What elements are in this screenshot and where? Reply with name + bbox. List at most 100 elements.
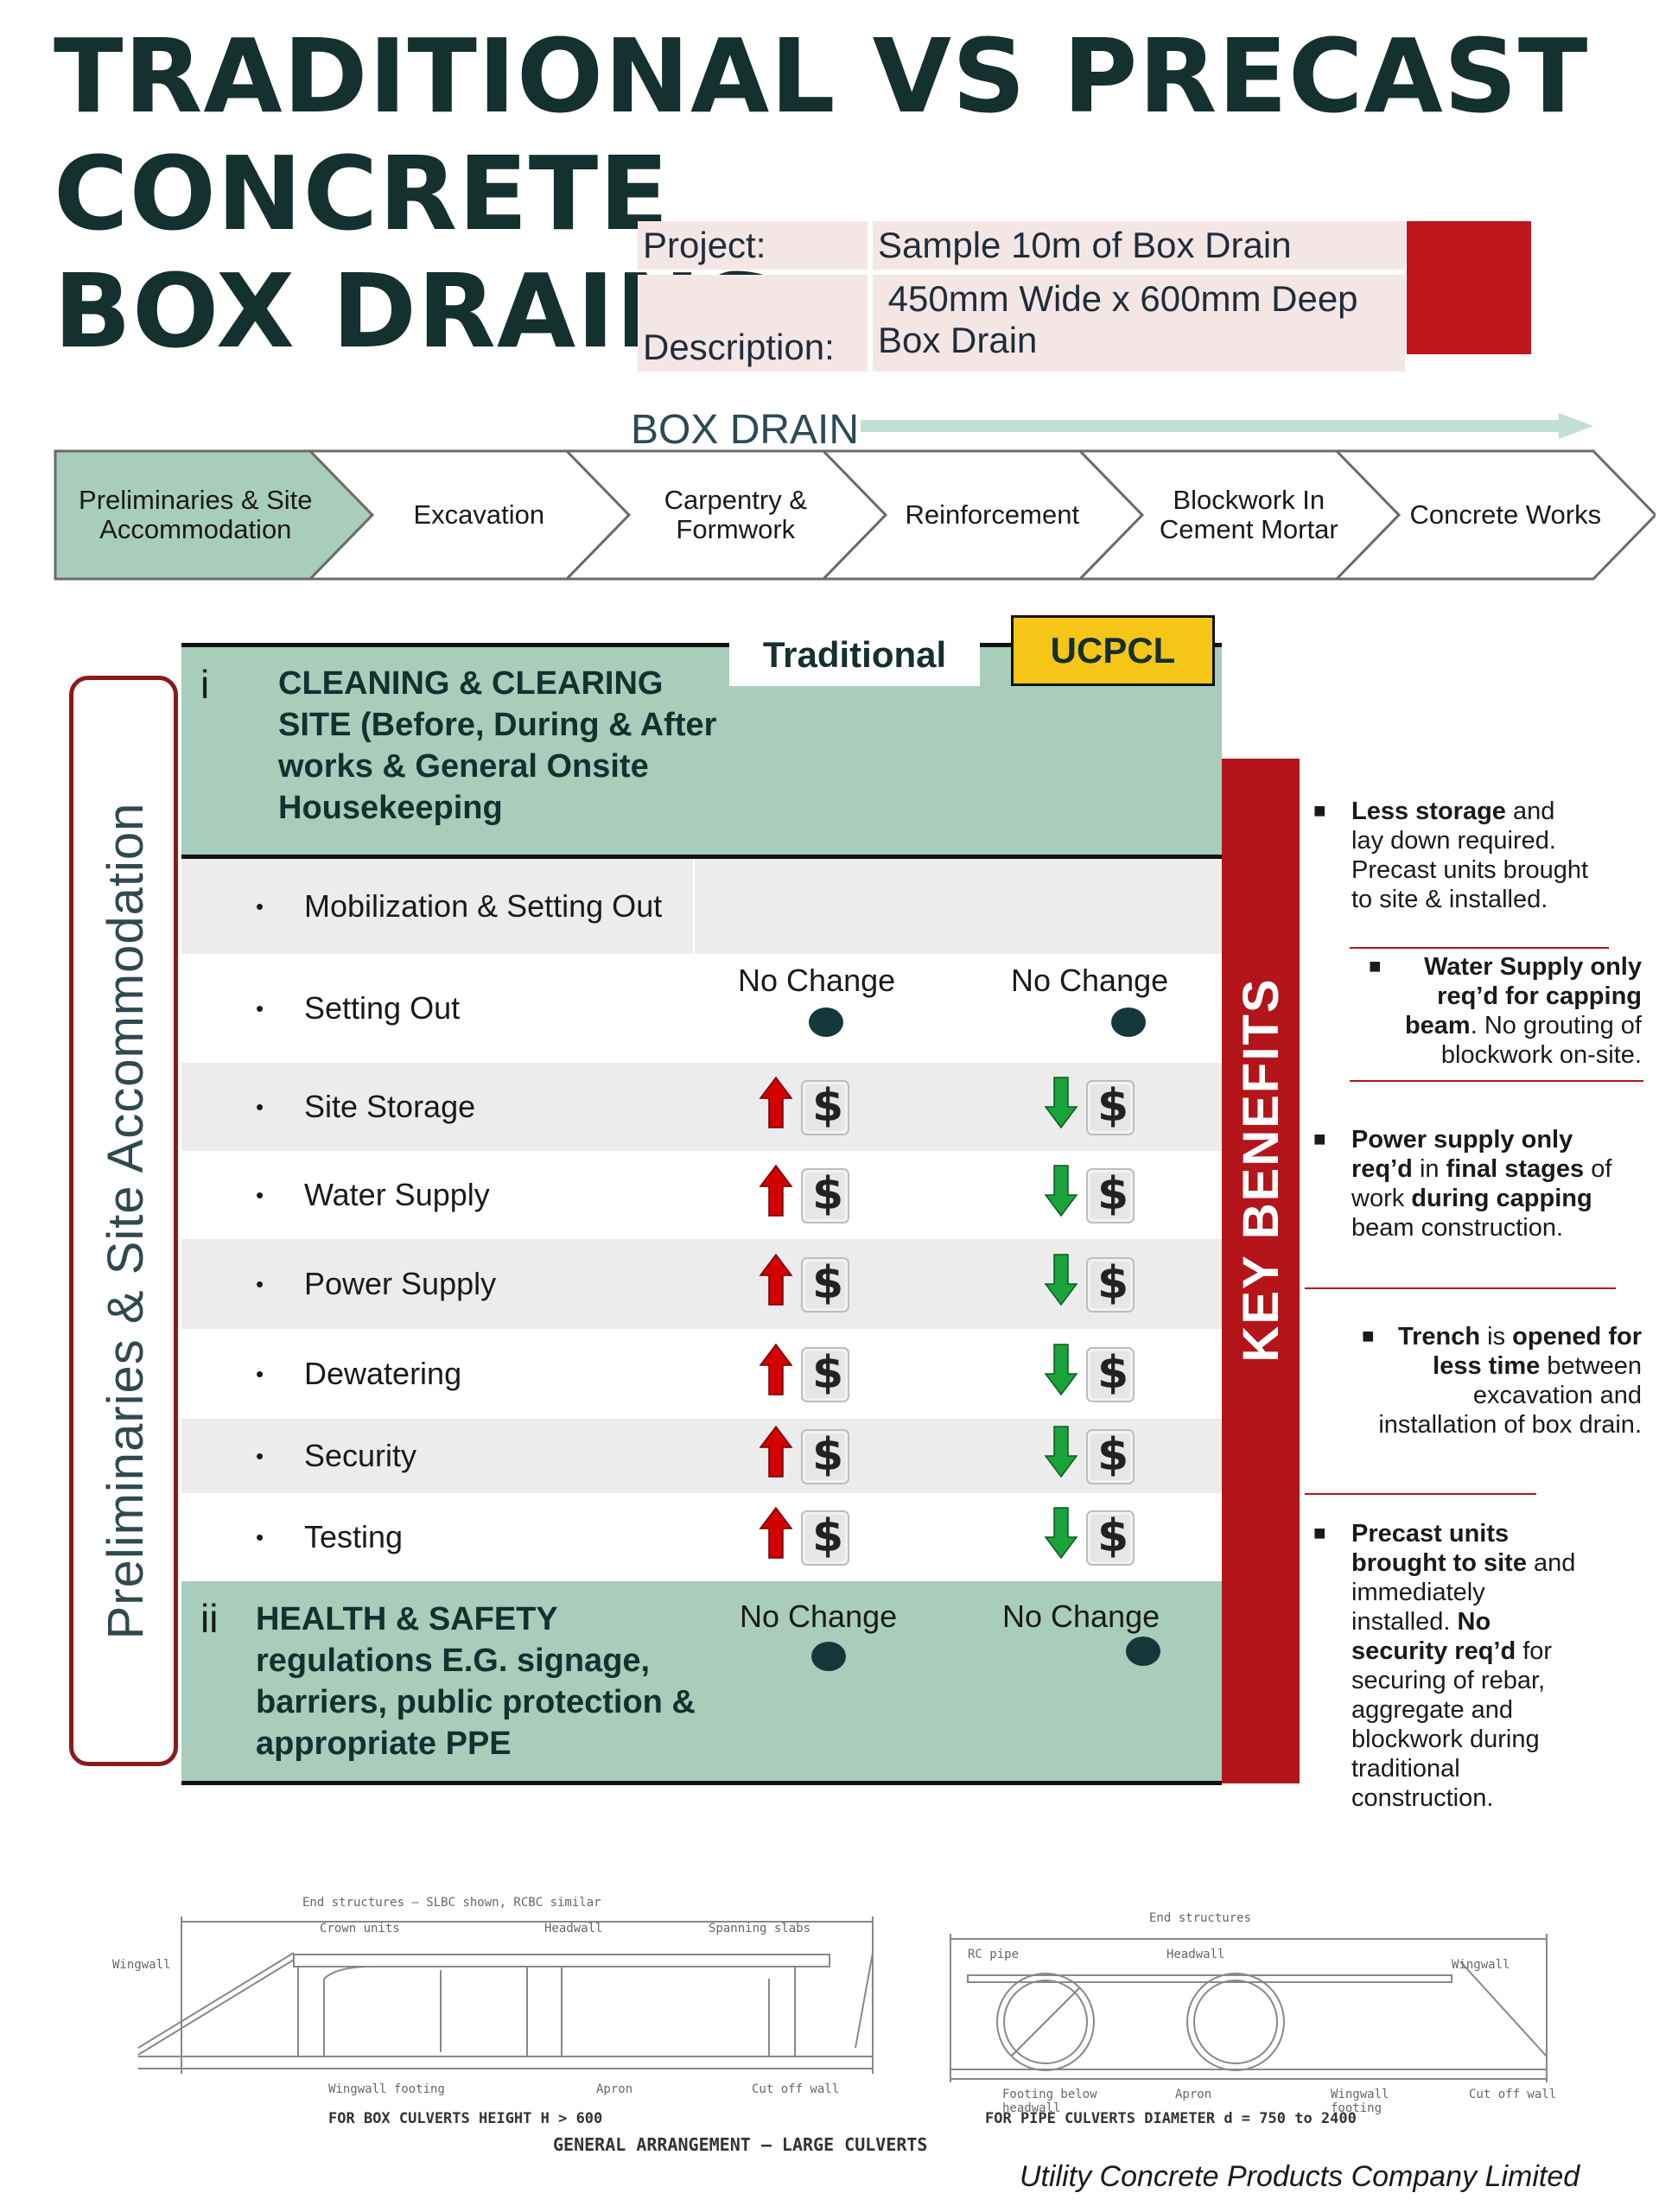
process-step-concrete-chevron [1333,449,1656,581]
key-benefits-label: KEY BENEFITS [1232,977,1289,1363]
row-label: • Security [256,1419,416,1493]
benefit-3-bold-2: final stages [1446,1155,1585,1183]
description-line-2: Box Drain [878,320,1038,360]
row-label: • Site Storage [256,1063,475,1151]
row-label-text: Security [304,1438,417,1473]
description-row: Description: 450mm Wide x 600mm Deep Box… [638,270,1405,372]
drawing-label: End structures [1149,1911,1252,1925]
section-i-heading: CLEANING & CLEARING SITE (Before, During… [278,665,717,826]
row-security: •Security $ $ [181,1419,1222,1493]
cost-increase-icon: $ [759,1343,854,1405]
row-label-text: Testing [304,1519,404,1554]
cost-decrease-icon: $ [1044,1164,1139,1226]
row-label: • Water Supply [256,1151,490,1239]
bullet-icon: • [256,1270,264,1297]
culvert-drawing: End structures — SLBC shown, RCBC simila… [112,1892,1599,2169]
process-step-carpentry[interactable]: Carpentry & Formwork [664,485,807,544]
benefit-separator [1305,1287,1616,1289]
no-change-dot-icon [811,1642,846,1671]
side-label-frame [69,676,178,1766]
cost-decrease-icon: $ [1044,1506,1139,1568]
benefit-4-text-2: between excavation and installation of b… [1378,1352,1642,1439]
column-header-ucpcl: UCPCL [1011,615,1215,686]
bullet-icon: • [256,1093,264,1120]
culvert-drawing-lines [137,1916,1548,2082]
row-divider [693,859,695,954]
ucpcl-value: No Change [1011,963,1169,998]
bullet-icon: ■ [1369,955,1382,978]
down-arrow-icon [1044,1165,1135,1224]
section-ii-number: ii [200,1596,219,1641]
bullet-icon: • [256,995,264,1021]
drawing-label: Crown units [320,1922,400,1936]
cost-increase-icon: $ [759,1164,854,1226]
no-change-dot-icon [1126,1637,1160,1666]
dollar-icon: $ [1097,1510,1129,1562]
section-ii-traditional: No Change [740,1599,898,1634]
cost-decrease-icon: $ [1044,1076,1139,1138]
process-step-excavation[interactable]: Excavation [413,499,545,530]
row-label-text: Site Storage [304,1089,476,1124]
process-step-preliminaries[interactable]: Preliminaries & Site Accommodation [79,485,313,544]
drawing-label: Cut off wall [752,2082,840,2096]
down-arrow-icon [1044,1344,1135,1402]
dollar-icon: $ [812,1168,844,1220]
up-arrow-icon [759,1425,849,1484]
row-water-supply: • Water Supply $ $ [181,1151,1222,1239]
benefit-5: ■ Precast units brought to site and imme… [1313,1519,1585,1813]
cost-increase-icon: $ [759,1253,854,1315]
row-label: • Power Supply [256,1239,496,1329]
benefit-3-bold-3: during capping [1411,1185,1592,1212]
project-label: Project: [638,221,868,270]
bullet-icon: ■ [1362,1325,1375,1348]
up-arrow-icon [759,1253,849,1313]
footer-company: Utility Concrete Products Company Limite… [1020,2160,1580,2193]
bullet-icon: ■ [1313,1522,1326,1545]
dollar-icon: $ [1097,1080,1129,1132]
benefit-5-bold-2: No security req’d [1351,1608,1516,1665]
process-step-reinforcement[interactable]: Reinforcement [905,499,1080,530]
row-label-text: Power Supply [304,1266,497,1301]
drawing-caption-left: FOR BOX CULVERTS HEIGHT H > 600 [328,2110,603,2127]
bullet-icon: • [256,1442,264,1469]
down-arrow-icon [1044,1426,1135,1484]
drawing-caption-main: GENERAL ARRANGEMENT — LARGE CULVERTS [553,2134,928,2155]
drawing-label: Headwall [1166,1948,1225,1961]
benefit-4-bold-1: Trench [1398,1323,1481,1351]
section-i-number: i [200,662,210,707]
section-ii-ucpcl: No Change [1002,1599,1160,1634]
drawing-label: Cut off wall [1469,2088,1557,2101]
project-info-table: Project: Sample 10m of Box Drain Descrip… [638,221,1405,372]
cost-decrease-icon: $ [1044,1253,1139,1315]
benefit-1-text: and lay down required. Precast units bro… [1351,798,1589,913]
benefit-2-bold: Water Supply only req’d for capping beam [1404,953,1642,1039]
no-change-dot-icon [809,1007,843,1037]
row-label: •Testing [256,1493,403,1581]
dollar-icon: $ [812,1429,844,1481]
bullet-icon: ■ [1313,799,1326,823]
description-value: 450mm Wide x 600mm Deep Box Drain [873,275,1405,372]
bullet-icon: • [256,1181,264,1208]
row-label-text: Mobilization & Setting Out [304,888,663,924]
row-testing: •Testing $ $ [181,1493,1222,1581]
drawing-label: Footing below headwall [1002,2088,1097,2115]
traditional-value: No Change [738,963,896,998]
process-step-blockwork[interactable]: Blockwork In Cement Mortar [1159,485,1338,544]
side-label: Preliminaries & Site Accommodation [97,802,154,1640]
row-label-text: Water Supply [304,1177,490,1212]
benefit-5-bold-1: Precast units brought to site [1351,1520,1527,1577]
benefit-3-text-2: of work [1351,1155,1612,1212]
process-steps: Preliminaries & Site Accommodation Excava… [54,449,1656,581]
benefit-separator [1305,1493,1536,1495]
benefit-3-bold-1: Power supply only req’d [1351,1126,1573,1183]
benefit-1: ■ Less storage and lay down required. Pr… [1313,797,1593,914]
dollar-icon: $ [1097,1168,1129,1220]
bullet-icon: • [256,893,264,919]
process-step-concrete[interactable]: Concrete Works [1409,499,1602,530]
drawing-label: Apron [596,2082,633,2096]
benefit-3: ■ Power supply only req’d in final stage… [1313,1125,1628,1243]
benefit-4-bold-2: opened for less time [1433,1323,1642,1380]
cost-increase-icon: $ [759,1506,854,1568]
dollar-icon: $ [812,1080,844,1132]
